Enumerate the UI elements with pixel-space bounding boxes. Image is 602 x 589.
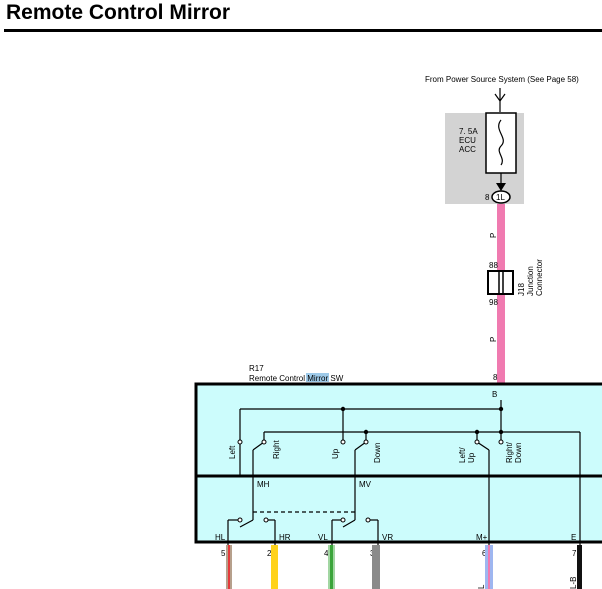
junction-dots bbox=[340, 406, 504, 435]
position-up: Up bbox=[331, 448, 340, 459]
terminal-hr: HR bbox=[279, 533, 291, 542]
pin-hl: 5 bbox=[221, 549, 226, 558]
wire-hr bbox=[271, 545, 278, 589]
switch-name: Remote Control Mirror SW bbox=[249, 374, 344, 383]
pin-m-plus: 6 bbox=[482, 549, 487, 558]
connector-arrow-icon bbox=[496, 183, 506, 191]
junction-connector bbox=[487, 270, 514, 295]
wire-vr bbox=[372, 545, 380, 589]
wire-e bbox=[577, 545, 582, 589]
fuse-acc: ACC bbox=[459, 145, 476, 154]
position-right-down-2: Down bbox=[514, 443, 523, 463]
position-left: Left bbox=[228, 445, 237, 459]
switch-id: R17 bbox=[249, 364, 264, 373]
pin-e: 7 bbox=[572, 549, 577, 558]
terminal-vl: VL bbox=[318, 533, 328, 542]
fuse-icon bbox=[498, 119, 504, 166]
pin-vl: 4 bbox=[324, 549, 329, 558]
switch-body bbox=[194, 382, 602, 544]
fuse-pin: 8 bbox=[485, 193, 490, 202]
position-right-down-1: Right/ bbox=[505, 441, 514, 463]
fuse-ecu: ECU bbox=[459, 136, 476, 145]
page-title: Remote Control Mirror bbox=[6, 1, 231, 24]
section-mh: MH bbox=[257, 480, 270, 489]
power-source-label: From Power Source System (See Page 58) bbox=[425, 75, 579, 84]
junction-pin-bottom: 98 bbox=[489, 298, 498, 307]
position-down: Down bbox=[373, 443, 382, 463]
pin-hr: 2 bbox=[267, 549, 272, 558]
wire-m-plus-color: L bbox=[477, 584, 486, 589]
output-wires bbox=[226, 545, 582, 589]
wire-e-color: L-B bbox=[569, 577, 578, 589]
terminal-m-plus: M+ bbox=[476, 533, 488, 542]
search-highlight bbox=[306, 373, 329, 382]
terminal-e: E bbox=[571, 533, 576, 542]
wire-color-top: P bbox=[489, 233, 498, 238]
junction-id: J18 bbox=[517, 283, 526, 296]
position-right: Right bbox=[272, 440, 281, 459]
switch-input-pin: 8 bbox=[493, 373, 498, 382]
position-left-up-1: Left/ bbox=[458, 447, 467, 463]
fuse-rating: 7. 5A bbox=[459, 127, 478, 136]
terminal-vr: VR bbox=[382, 533, 393, 542]
switch-contacts bbox=[237, 439, 504, 523]
junction-line1: Junction bbox=[526, 266, 535, 296]
title-rule bbox=[4, 29, 602, 32]
switch-input-wire: B bbox=[492, 390, 497, 399]
terminal-hl: HL bbox=[215, 533, 226, 542]
connector-1l-label: 1L bbox=[496, 193, 505, 202]
wire-color-bottom: P bbox=[489, 337, 498, 342]
section-mv: MV bbox=[359, 480, 372, 489]
junction-pin-top: 88 bbox=[489, 261, 498, 270]
arrow-down-icon bbox=[494, 88, 506, 112]
junction-line2: Connector bbox=[535, 259, 544, 296]
position-left-up-2: Up bbox=[467, 452, 476, 463]
connector-1l bbox=[491, 190, 511, 204]
